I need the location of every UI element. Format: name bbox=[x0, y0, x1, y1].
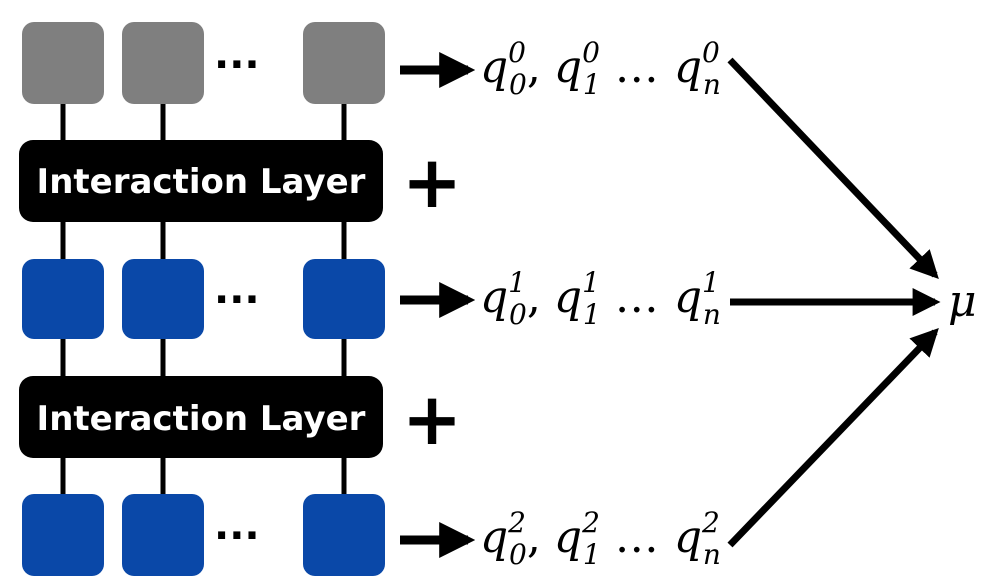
row-1-ellipsis: ··· bbox=[214, 277, 260, 323]
row-0-to-output-arrow bbox=[727, 57, 939, 280]
row-0-ellipsis: ··· bbox=[214, 42, 260, 88]
row-2-node-1 bbox=[22, 494, 104, 576]
row-2-to-output-arrow bbox=[727, 327, 939, 548]
interaction-layer-1-plus: + bbox=[402, 140, 462, 224]
row-1-node-2 bbox=[122, 259, 204, 339]
row-2-node-n bbox=[303, 494, 385, 576]
output-mu-label: μ bbox=[948, 276, 977, 327]
row-2-node-2 bbox=[122, 494, 204, 576]
svg-text:q20, q21… q2n: q20, q21… q2n bbox=[480, 506, 721, 571]
output-arrows bbox=[727, 57, 941, 548]
row-1-node-1 bbox=[22, 259, 104, 339]
svg-text:q00, q01… q0n: q00, q01… q0n bbox=[480, 36, 721, 101]
interaction-layer-2-plus: + bbox=[402, 377, 462, 461]
interaction-layer-1: Interaction Layer + bbox=[19, 140, 462, 224]
row-0-nodes: ··· bbox=[22, 22, 385, 104]
row-2-ellipsis: ··· bbox=[214, 513, 260, 559]
interaction-layer-1-box bbox=[19, 140, 383, 222]
interaction-layer-2: Interaction Layer + bbox=[19, 376, 462, 461]
vertical-connectors bbox=[60, 103, 347, 494]
row-2-nodes: ··· bbox=[22, 494, 385, 576]
row-0-node-2 bbox=[122, 22, 204, 104]
svg-text:q10, q11… q1n: q10, q11… q1n bbox=[480, 266, 721, 331]
interaction-layer-2-box bbox=[19, 376, 383, 458]
interaction-layer-1-label: Interaction Layer bbox=[37, 162, 366, 202]
row-arrows bbox=[400, 52, 476, 558]
row-1-nodes: ··· bbox=[22, 259, 385, 339]
row-0-node-n bbox=[303, 22, 385, 104]
row-1-node-n bbox=[303, 259, 385, 339]
interaction-layer-2-label: Interaction Layer bbox=[37, 399, 366, 439]
row-0-node-1 bbox=[22, 22, 104, 104]
